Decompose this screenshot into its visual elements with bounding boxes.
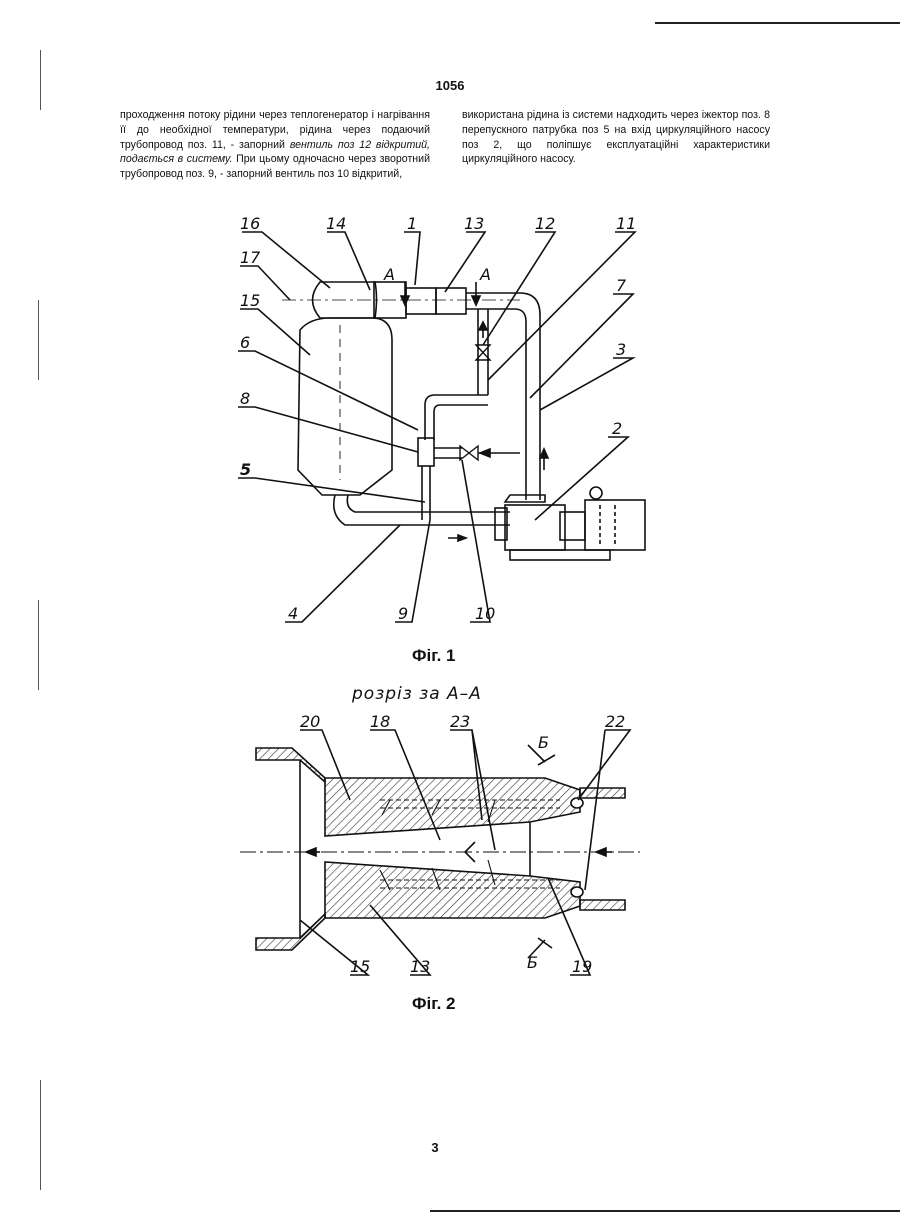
bottom-rule [430,1210,900,1212]
fig1-section-a-left: A [383,265,395,284]
fig1-section-a-right: A [479,265,491,284]
page-header-number: 1056 [0,78,900,93]
fig2-section-b-bottom: Б [527,953,538,972]
fig1-label-17: 17 [240,248,261,267]
top-rule [655,22,900,24]
fig1-label-9: 9 [398,604,408,623]
pump-2 [505,495,545,502]
figure-1-caption: Фіг. 1 [412,646,456,666]
figure-2-caption: Фіг. 2 [412,994,456,1014]
page-footer-number: 3 [0,1140,885,1155]
fig1-label-2: 2 [612,419,622,438]
fig1-label-16: 16 [240,214,260,233]
fig1-label-7: 7 [616,276,627,295]
figure-1-drawing: 16 14 1 13 12 11 17 A A 15 7 6 3 8 2 5 4… [0,210,900,630]
margin-speck [40,1080,41,1190]
nozzle-block [406,288,436,314]
right-text-column: використана рідина із системи надходить … [462,108,770,167]
fig1-label-4: 4 [288,604,298,623]
cylinder-13 [436,288,466,314]
fig1-label-12: 12 [535,214,555,233]
figure-2-section-title: розріз за А–А [352,684,482,704]
fig2-label-19: 19 [572,957,592,976]
fig1-label-1: 1 [407,214,417,233]
fig1-label-10: 10 [475,604,495,623]
valve-10 [460,446,478,460]
fig2-section-b-top: Б [538,733,549,752]
left-text-column: проходження потоку рідини через теплоген… [120,108,430,182]
section-pipe-15-top [256,748,325,782]
pipe-3 [466,293,540,500]
vessel-15 [298,318,392,495]
pipe-7 [425,395,488,440]
fig1-label-15: 15 [240,291,260,310]
section-pipe-19-bottom [580,900,625,910]
ejector-8 [418,438,434,466]
fig1-label-11: 11 [616,214,636,233]
fig1-label-3: 3 [616,340,626,359]
fig2-label-22: 22 [605,712,625,731]
nozzle-body-bottom [325,862,580,918]
fig2-label-23: 23 [450,712,470,731]
fig2-label-18: 18 [370,712,390,731]
right-text: використана рідина із системи надходить … [462,108,770,167]
fig2-label-13: 13 [410,957,430,976]
fig1-label-13: 13 [464,214,484,233]
figure-2-drawing: 20 18 23 Б 22 Б 15 13 19 [0,710,900,980]
fig1-label-6: 6 [240,333,250,352]
fig2-label-20: 20 [300,712,320,731]
nozzle-body-top [325,778,580,836]
fig1-label-8: 8 [240,389,250,408]
fig1-label-5: 5 [240,460,251,479]
fig1-label-14: 14 [326,214,346,233]
fig2-label-15: 15 [350,957,370,976]
